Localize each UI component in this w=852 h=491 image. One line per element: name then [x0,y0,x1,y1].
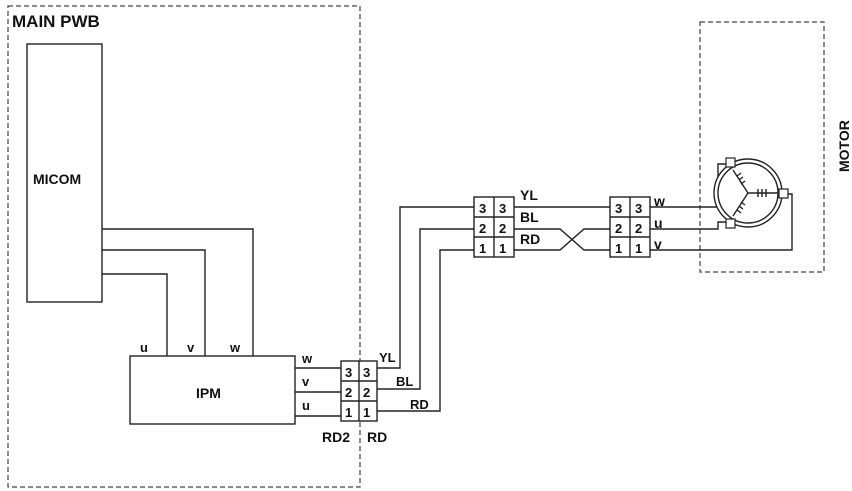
rd2-mid-wires [377,206,474,412]
micom-ipm-wires [102,228,254,356]
main-pwb-title: MAIN PWB [12,12,100,31]
mid-pin-3b: 3 [499,201,506,216]
rd2-wire-yl: YL [379,350,396,365]
ipm-pin-v-side: v [302,374,310,389]
ipm-block [129,355,296,425]
connector-motor: 3 3 2 2 1 1 [609,196,651,258]
ipm-pin-v-top: v [187,340,195,355]
rd2-pin-2a: 2 [345,385,352,400]
motor-phase-u: u [654,215,663,231]
mid-pin-1a: 1 [479,241,486,256]
mid-wire-rd: RD [520,231,540,247]
rd2-pin-1a: 1 [345,405,352,420]
ipm-pin-u-side: u [302,398,310,413]
micom-label: MICOM [33,171,81,187]
mid-pin-2a: 2 [479,221,486,236]
ipm-pin-w-top: w [229,340,241,355]
ipm-rd2-wires [295,367,341,417]
connector-mid: 3 3 2 2 1 1 [473,196,515,258]
mid-pin-2b: 2 [499,221,506,236]
rd2-pin-3a: 3 [345,365,352,380]
rd2-wire-bl: BL [396,374,413,389]
motor-conn-pin-3b: 3 [635,201,642,216]
rd2-label-right: RD [367,429,387,445]
ipm-pin-u-top: u [140,340,148,355]
micom-block [26,43,103,303]
rd2-label-left: RD2 [322,429,350,445]
motor-conn-pin-3a: 3 [615,201,622,216]
rd2-pin-1b: 1 [363,405,370,420]
motor-conn-pin-2b: 2 [635,221,642,236]
ipm-pin-w-side: w [301,351,313,366]
motor-conn-pin-2a: 2 [615,221,622,236]
mid-motor-wires [514,206,610,251]
connector-rd2: 3 3 2 2 1 1 [340,360,378,422]
mid-wire-bl: BL [520,209,539,225]
motor-conn-pin-1a: 1 [615,241,622,256]
mid-pin-3a: 3 [479,201,486,216]
ipm-label: IPM [196,385,221,401]
rd2-wire-rd: RD [410,397,429,412]
main-pwb-boundary [7,5,361,488]
mid-pin-1b: 1 [499,241,506,256]
motor-phase-v: v [654,236,662,252]
motor-boundary [699,21,825,273]
motor-phase-w: w [653,193,665,209]
rd2-pin-2b: 2 [363,385,370,400]
motor-conn-pin-1b: 1 [635,241,642,256]
motor-label: MOTOR [836,120,852,172]
mid-wire-yl: YL [520,187,538,203]
motor-symbol [713,157,789,229]
rd2-pin-3b: 3 [363,365,370,380]
